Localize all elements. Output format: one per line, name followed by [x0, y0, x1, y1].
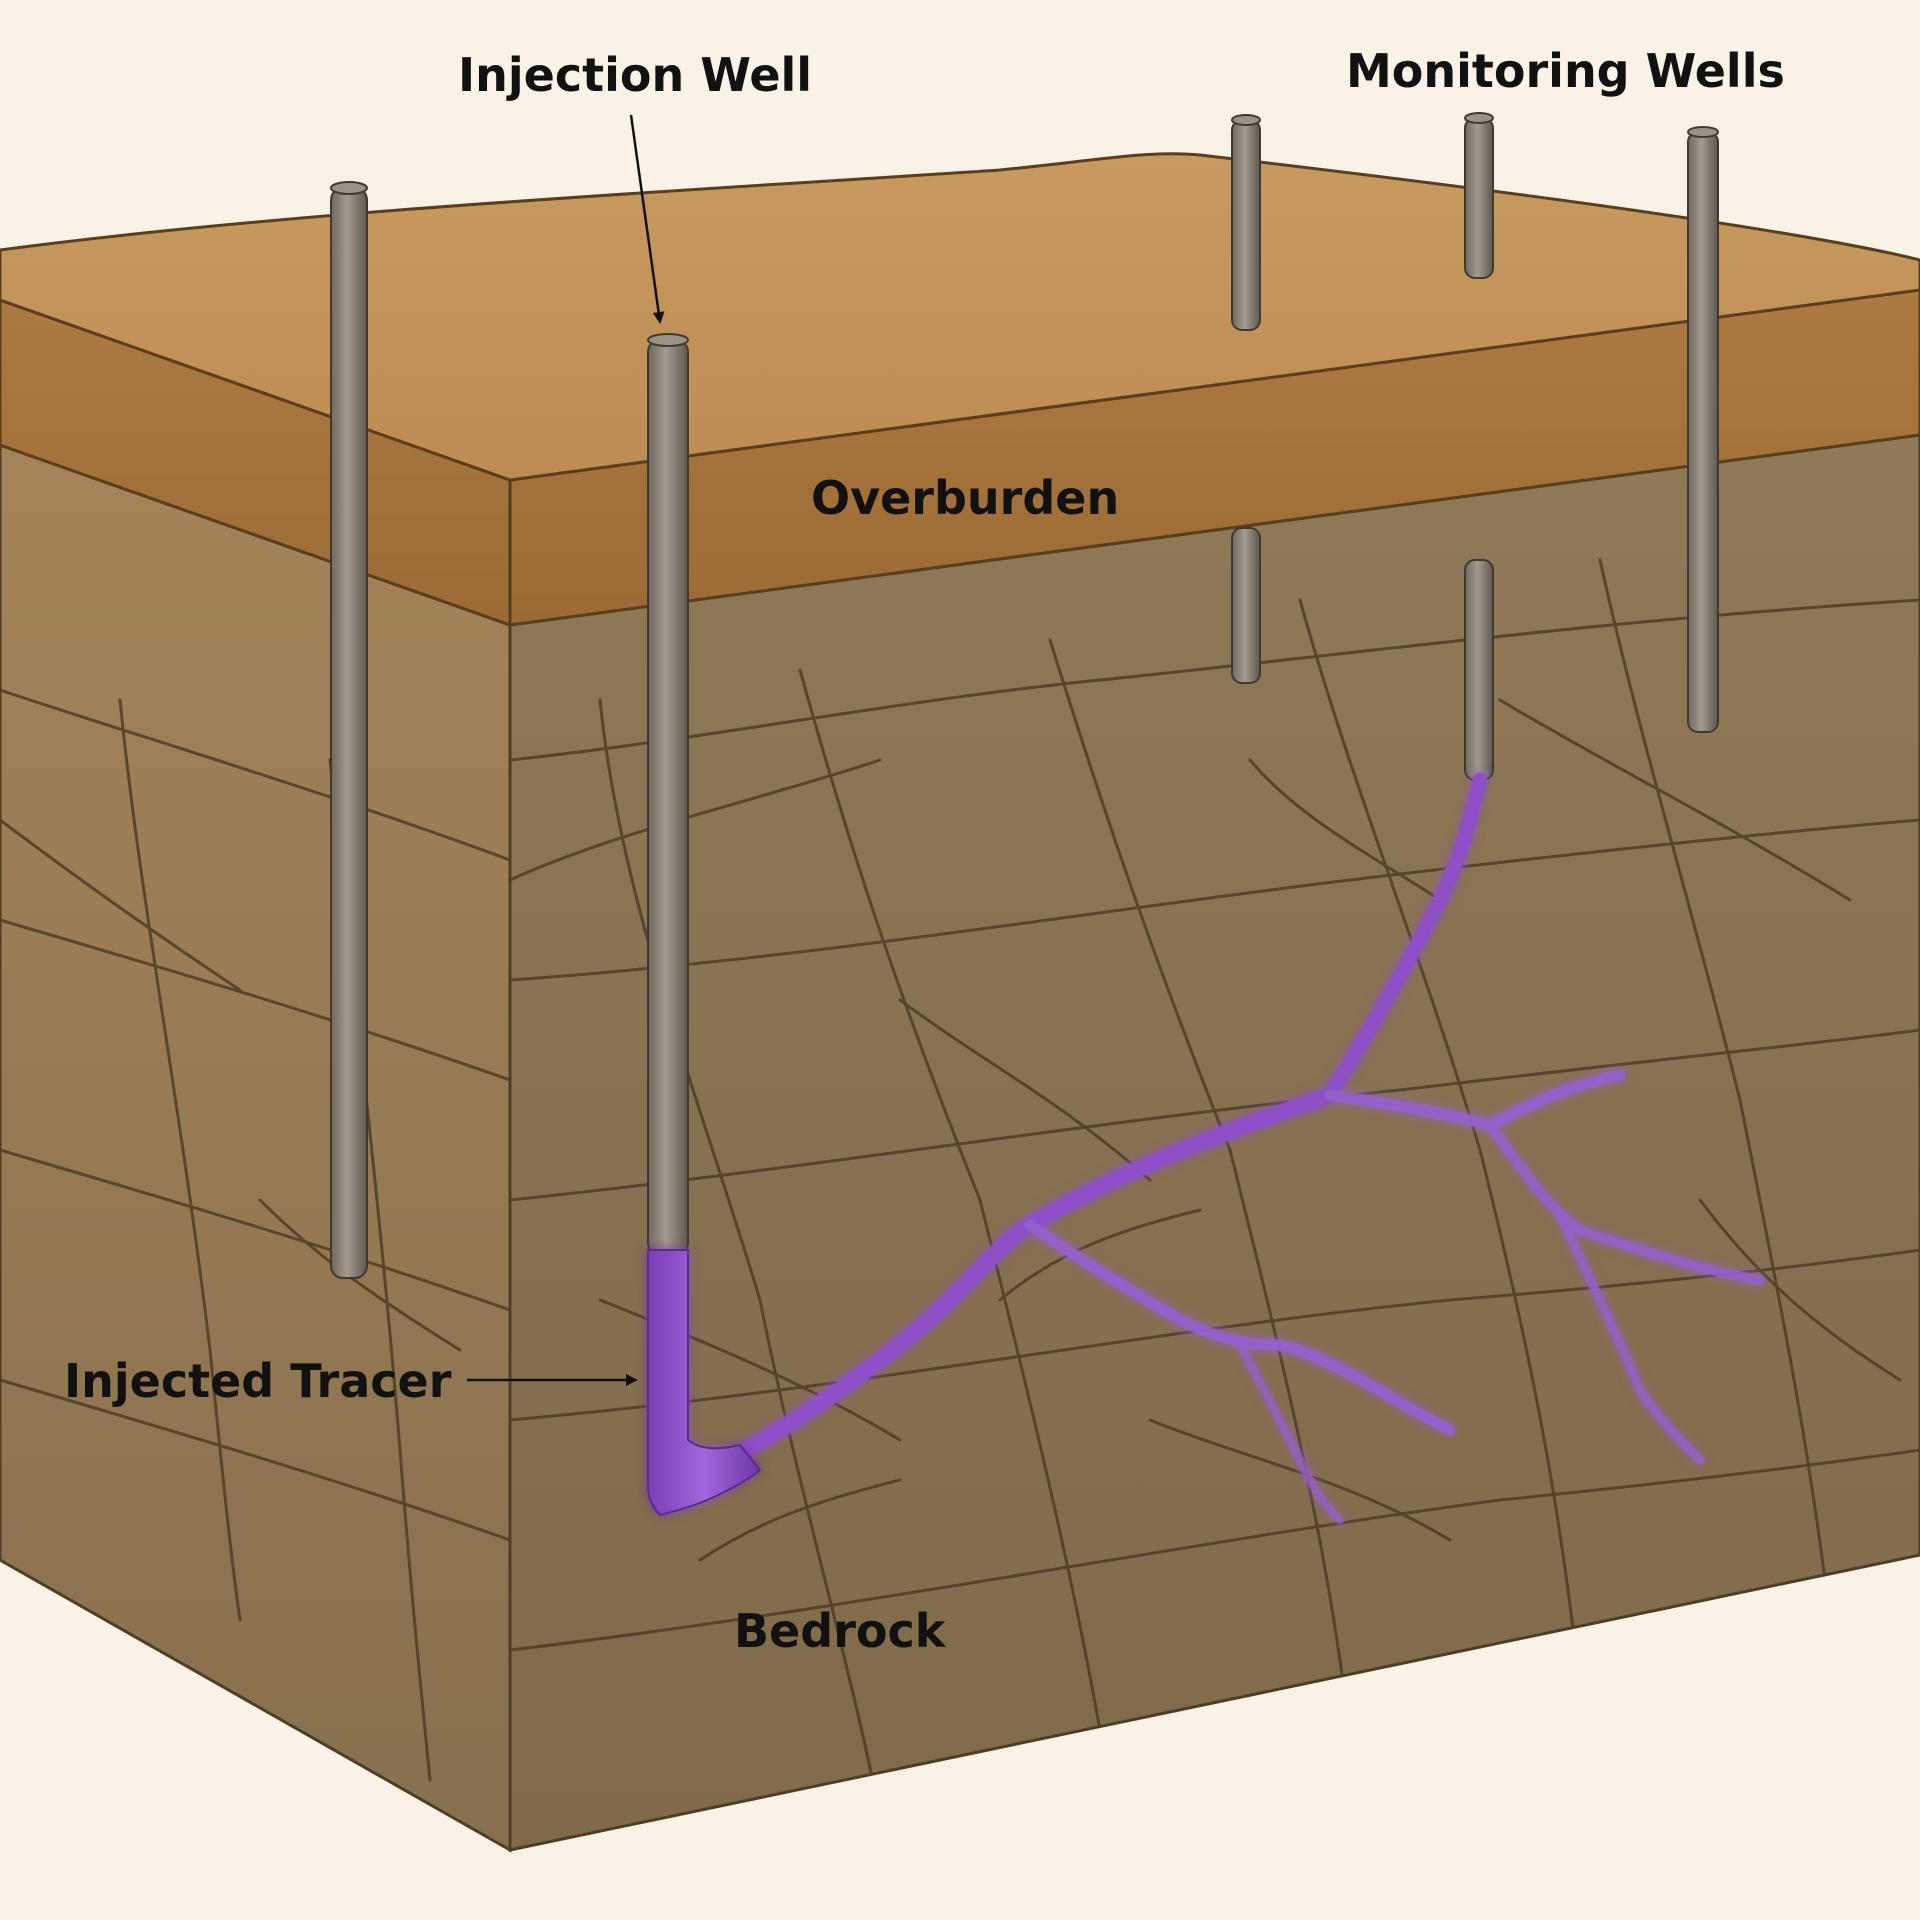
- bedrock-label: Bedrock: [734, 1604, 946, 1658]
- monitoring-well-1: [1231, 114, 1261, 684]
- tracer-plume: [660, 773, 1765, 1524]
- left-well: [330, 181, 368, 1279]
- bedrock-side-face: [0, 443, 512, 1853]
- injection-well-tracer: [647, 1249, 762, 1517]
- soil-block: [0, 152, 1920, 1853]
- monitoring-wells-label: Monitoring Wells: [1346, 44, 1785, 98]
- injection-well-arrow: [629, 114, 665, 324]
- monitoring-wells: [1231, 112, 1719, 781]
- injected-tracer-label: Injected Tracer: [64, 1354, 452, 1408]
- injection-well-label: Injection Well: [458, 48, 813, 102]
- injection-well: [647, 333, 762, 1517]
- bedrock-fractures: [510, 558, 1920, 1822]
- monitoring-well-2: [1464, 112, 1494, 781]
- monitoring-well-3: [1687, 126, 1719, 733]
- overburden-label: Overburden: [811, 471, 1120, 525]
- topsoil-surface: [0, 152, 1920, 482]
